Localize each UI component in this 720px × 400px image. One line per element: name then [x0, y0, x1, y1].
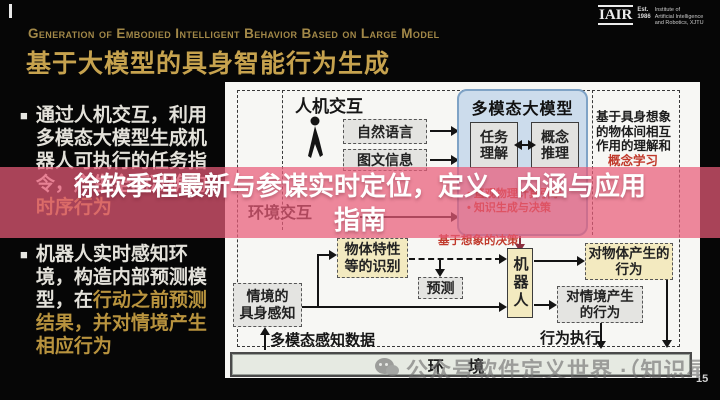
natural-language-box: 自然语言: [343, 119, 427, 144]
behavior-to-situation-box: 对情境产生 的行为: [557, 286, 643, 323]
multimodal-model-title: 多模态大模型: [471, 101, 574, 118]
environment-bar: 环 境: [230, 352, 692, 377]
arrow-right-icon: [577, 256, 585, 266]
behavior-object-line1: 对物体产生的: [588, 245, 670, 261]
arrow-line: [534, 304, 550, 306]
arrow-right-icon: [499, 254, 507, 264]
human-interaction-label: 人机交互: [295, 97, 363, 116]
arrow-right-icon: [499, 302, 507, 312]
situated-perception-line1: 情境的: [246, 288, 289, 304]
institute-line1: Institute of: [654, 7, 681, 13]
task-box-line2: 理解: [480, 145, 508, 161]
sidebar-bullet-2: ■ 机器人实时感知环境，构造内部预测模型，在行动之前预测结果，并对情境产生相应行…: [20, 243, 220, 358]
situated-perception-line2: 具身感知: [239, 305, 296, 321]
arrow-right-icon: [451, 126, 459, 136]
arrow-line: [430, 159, 452, 161]
object-recognition-line2: 等的识别: [344, 258, 401, 274]
wechat-icon: [375, 358, 400, 378]
arrow-down-icon: [662, 340, 672, 348]
annotation-concept-learning: 概念学习: [608, 153, 659, 168]
arrow-line: [519, 236, 521, 245]
arrow-right-icon: [451, 155, 459, 165]
arrow-line: [430, 130, 452, 132]
watermark-text: 公众号软件定义世界 ·（知识星球）: [406, 358, 700, 378]
iair-est-year: 1986: [637, 14, 651, 20]
concept-box-line2: 推理: [541, 145, 569, 161]
annotation-line2: 的物体间相互: [596, 124, 672, 139]
imagination-decision-label: 基于想象的决策: [438, 235, 519, 247]
behavior-execution-label: 行为执行: [540, 330, 601, 347]
iair-institute-text: Institute of Artificial Intelligence and…: [655, 7, 707, 27]
arrow-line: [302, 306, 500, 308]
bullet-marker: ■: [20, 247, 28, 262]
arrow-up-icon: [260, 327, 270, 335]
arrow-left-icon: [514, 140, 522, 150]
situated-perception-box: 情境的 具身感知: [233, 283, 302, 327]
arrow-line: [264, 334, 266, 350]
institute-line3: and Robotics, XJTU: [654, 20, 704, 26]
behavior-to-object-box: 对物体产生的 行为: [585, 243, 673, 280]
dashed-separator-left: [282, 90, 283, 230]
arrow-line: [600, 323, 602, 343]
bullet-2-gold: 行动之前预测结果，并对情境产生相应行为: [35, 290, 207, 357]
annotation-line1: 基于具身想象: [596, 110, 672, 124]
multimodal-data-label: 多模态感知数据: [270, 332, 376, 349]
embodied-imagination-annotation: 基于具身想象 的物体间相互 作用的理解和 概念学习: [596, 110, 676, 168]
object-recognition-line1: 物体特性: [344, 241, 401, 257]
arrow-right-icon: [528, 140, 536, 150]
iair-est-label: Est.: [637, 7, 649, 13]
behavior-situation-line2: 的行为: [579, 304, 621, 320]
page-number: 15: [696, 373, 709, 385]
corner-tick: [9, 4, 12, 18]
annotation-line3: 作用的理解和: [596, 139, 672, 153]
overlay-banner: 徐软季程最新与参谋实时定位，定义、内涵与应用指南: [0, 167, 720, 238]
bullet-2-white: 机器人实时感知环境，构造内部预测模型，在: [35, 244, 207, 311]
arrow-line: [439, 259, 441, 270]
robot-box: 机器人: [507, 248, 533, 318]
object-recognition-box: 物体特性 等的识别: [337, 238, 408, 278]
dashed-separator-right: [592, 90, 593, 235]
behavior-situation-line1: 对情境产生: [566, 288, 634, 304]
task-box-line1: 任务: [480, 129, 508, 145]
dashed-arrow-line: [409, 258, 501, 260]
riser-line: [317, 254, 319, 307]
task-understanding-box: 任务 理解: [470, 122, 518, 168]
page-title: 基于大模型的具身智能行为生成: [26, 50, 391, 78]
arrow-line: [317, 254, 330, 256]
bullet-marker: ■: [20, 108, 28, 123]
iair-logo-text: IAIR: [598, 5, 634, 25]
bullet-2-text: 机器人实时感知环境，构造内部预测模型，在行动之前预测结果，并对情境产生相应行为: [36, 243, 214, 358]
arrow-line: [534, 260, 578, 262]
arrow-down-icon: [435, 269, 445, 277]
iair-logo: IAIR Est. 1986 Institute of Artificial I…: [598, 5, 707, 27]
watermark: 公众号软件定义世界 ·（知识星球）: [375, 353, 700, 378]
double-arrow-line: [518, 144, 531, 146]
behavior-object-line2: 行为: [615, 261, 643, 277]
concept-box-line1: 概念: [541, 129, 569, 145]
arrow-line: [666, 280, 668, 342]
arrow-right-icon: [329, 250, 337, 260]
english-title: Generation of Embodied Intelligent Behav…: [28, 26, 440, 41]
arrow-down-icon: [596, 341, 606, 349]
concept-reasoning-box: 概念 推理: [531, 122, 579, 168]
institute-line2: Artificial Intelligence: [654, 13, 704, 20]
iair-est: Est. 1986: [637, 7, 650, 21]
overlay-banner-text: 徐软季程最新与参谋实时定位，定义、内涵与应用指南: [73, 170, 646, 235]
arrow-right-icon: [549, 300, 557, 310]
person-icon: [308, 116, 323, 158]
prediction-box: 预测: [418, 277, 463, 299]
